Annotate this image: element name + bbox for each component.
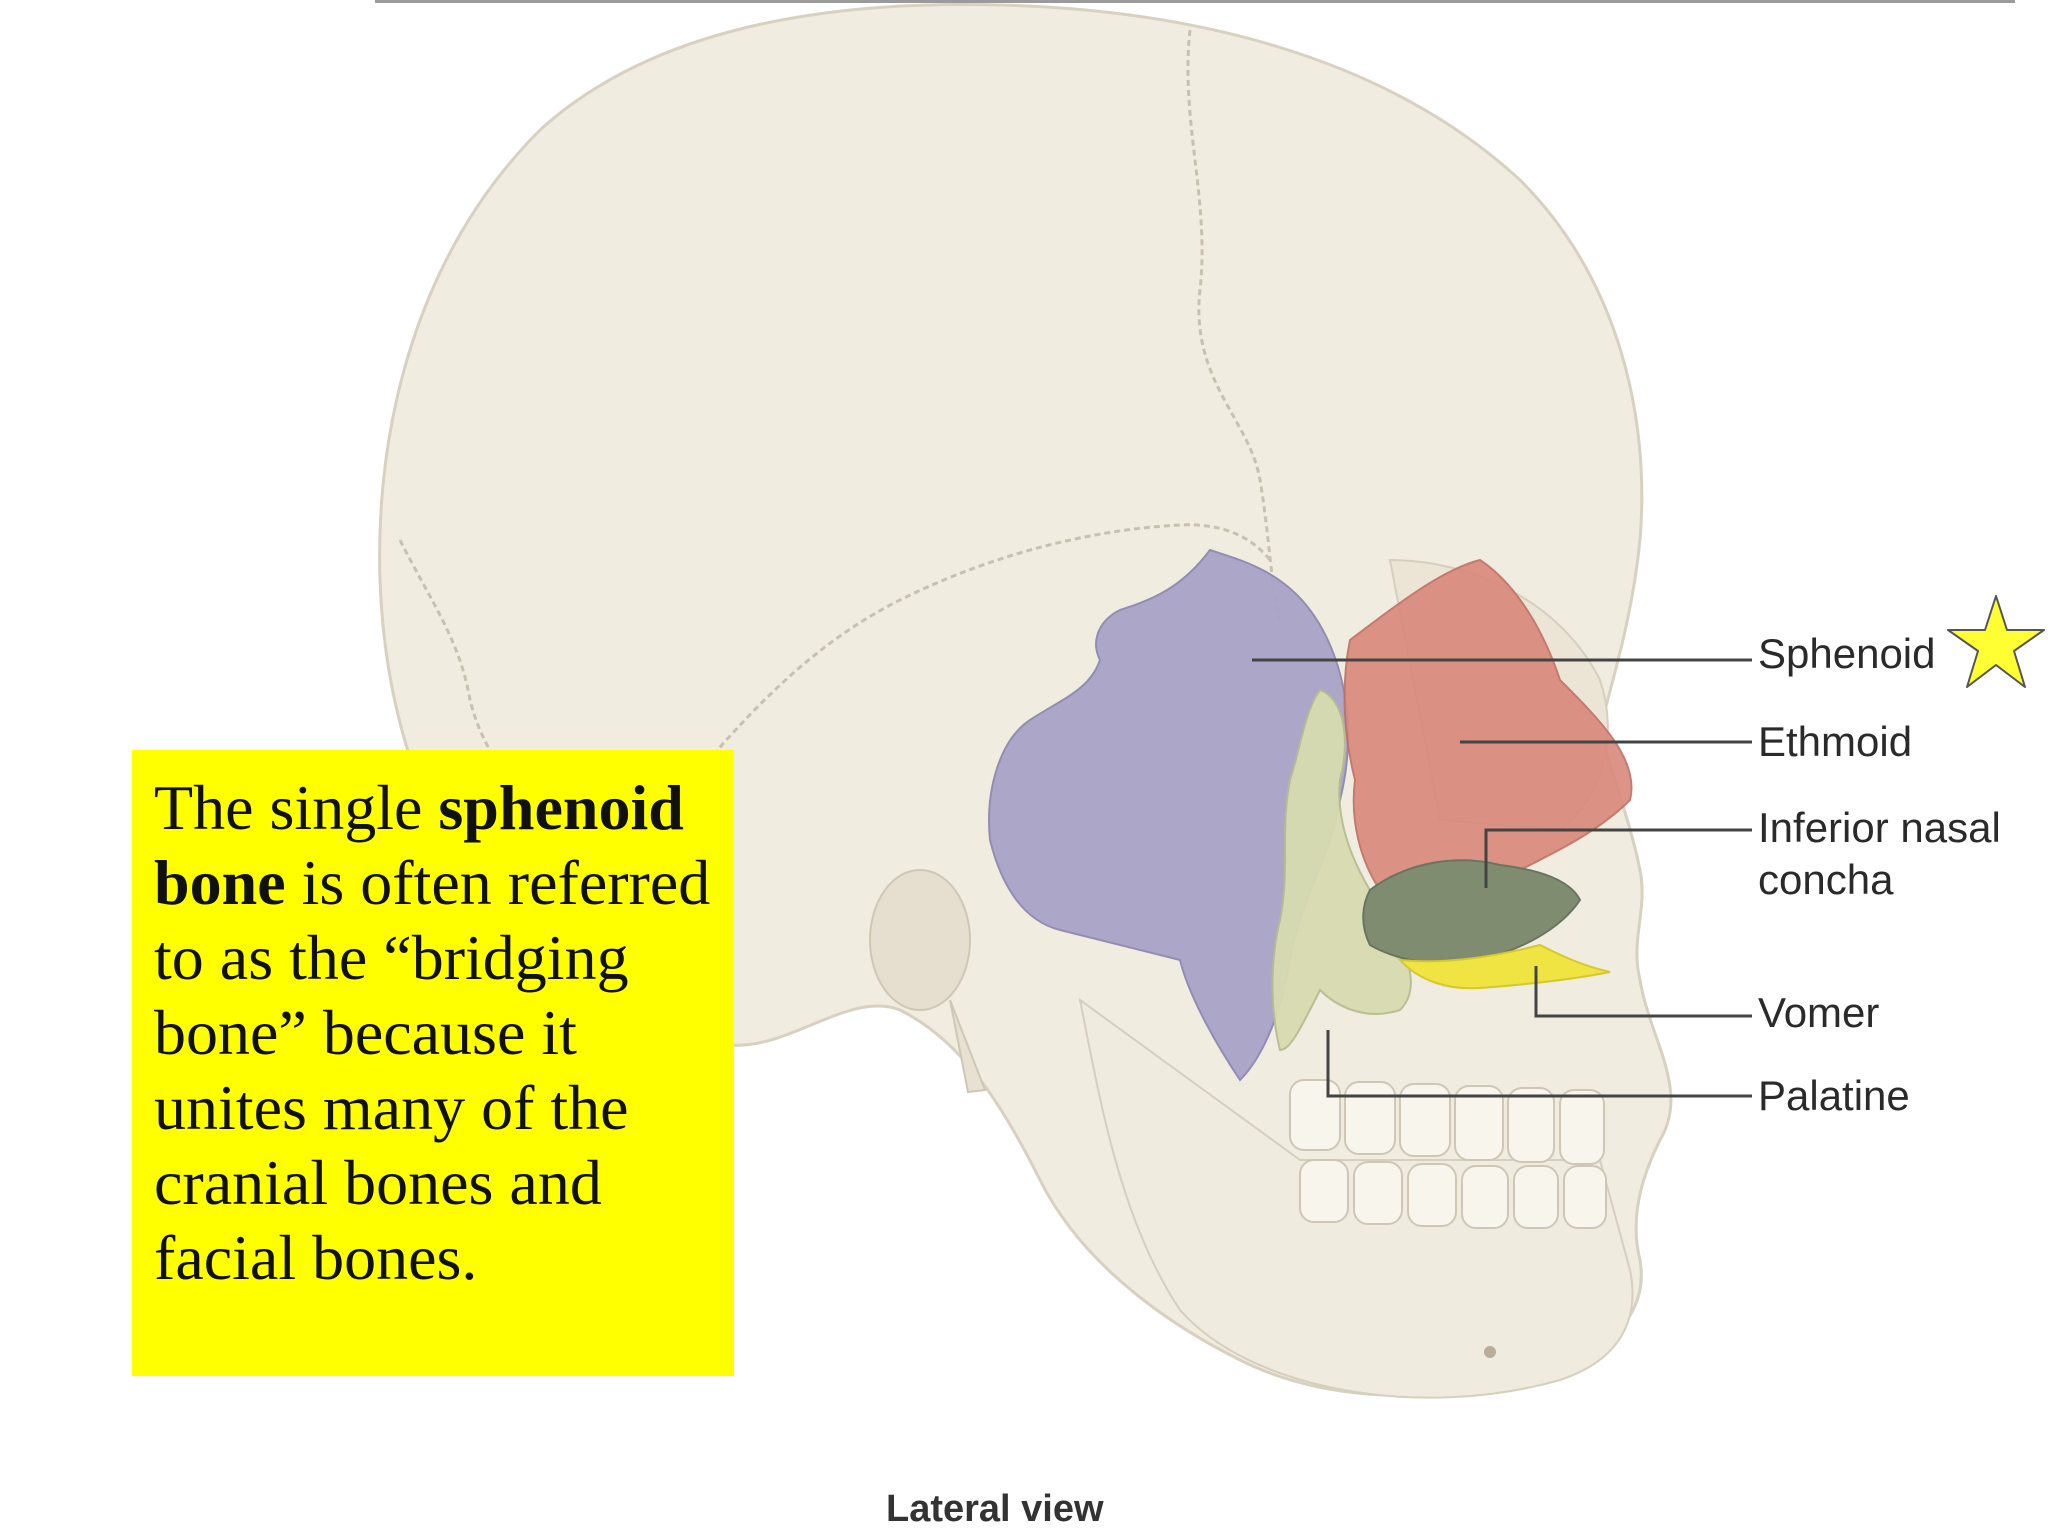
coronal-suture [1186,29,1282,621]
inferior-nasal-concha-bone [1362,859,1582,965]
inferior-nasal-concha-leader-line [1484,828,1752,888]
callout-text: The single sphenoid bone is often referr… [154,770,712,1295]
star-icon [1947,595,2045,688]
label-palatine: Palatine [1758,1072,1910,1119]
leader-lines [1252,658,1752,1098]
sphenoid-callout-box: The single sphenoid bone is often referr… [132,750,734,1376]
lambdoid-suture [398,539,522,792]
label-inferior-nasal-concha: Inferior nasal concha [1758,804,2001,903]
callout-text-part1: The single [154,772,439,843]
mental-foramen [1484,1346,1496,1358]
callout-text-part2: is often referred to as the “bridging bo… [154,847,711,1293]
top-divider [375,0,2015,3]
callout-text-bold: sphenoid bone [154,772,684,918]
palatine-bone [1271,688,1412,1052]
teeth [1289,1079,1607,1229]
view-caption: Lateral view [886,1488,1104,1530]
palatine-leader-line [1326,1030,1752,1098]
vomer-bone [1397,943,1611,990]
label-sphenoid: Sphenoid [1758,630,1936,677]
external-auditory-meatus [869,869,971,1011]
squamosal-suture [698,523,1272,771]
label-ethmoid: Ethmoid [1758,718,1913,765]
vomer-leader-line [1534,966,1752,1018]
label-vomer: Vomer [1758,989,1880,1036]
styloid-process [949,999,987,1094]
